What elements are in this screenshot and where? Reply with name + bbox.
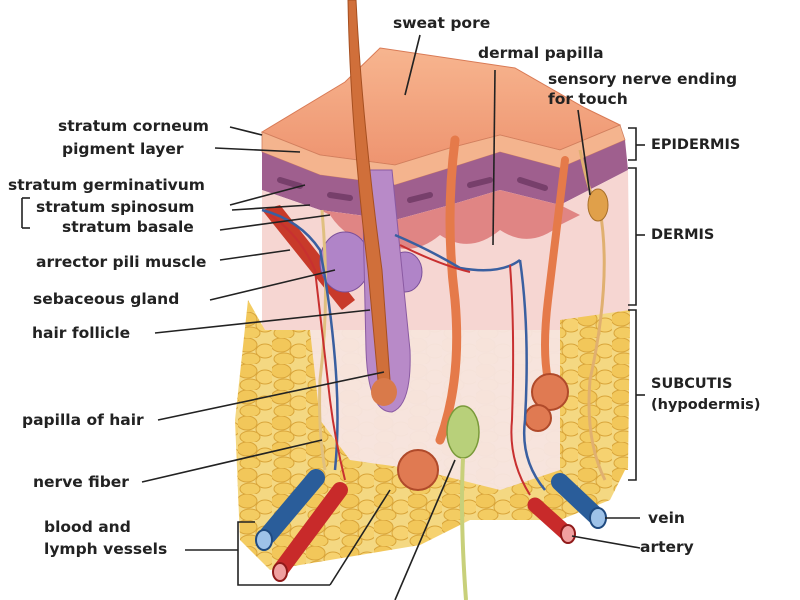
label-blood-lymph-2: lymph vessels [44, 540, 168, 558]
label-dermis: DERMIS [651, 227, 715, 243]
label-sensory-nerve-1: sensory nerve ending [548, 70, 738, 88]
subcutis-fat-right [560, 310, 630, 470]
artery-end-right [560, 524, 576, 544]
label-epidermis: EPIDERMIS [651, 137, 741, 153]
label-vein: vein [648, 509, 685, 527]
pigment-dots [277, 177, 548, 203]
coiled-gland-right [531, 373, 569, 411]
layer-brackets [628, 127, 645, 481]
label-papilla-of-hair: papilla of hair [22, 411, 144, 429]
capillary-network-blue [261, 208, 546, 491]
vessel-end-red-left [272, 562, 288, 582]
label-stratum-basale: stratum basale [62, 218, 194, 236]
sebaceous-gland [319, 231, 371, 293]
label-subcutis-1: SUBCUTIS [651, 376, 733, 392]
label-sebaceous-gland: sebaceous gland [33, 290, 180, 308]
label-pigment-layer: pigment layer [62, 140, 184, 158]
papilla-of-hair [371, 378, 397, 406]
vein-right [551, 473, 604, 524]
blood-vessel-red-left [274, 482, 348, 576]
pigment-layer-band [262, 140, 628, 220]
blood-vessel-blue-left [259, 469, 325, 544]
capillary-network-red [269, 214, 531, 496]
pacinian-nerve [460, 457, 468, 600]
sweat-gland [397, 449, 439, 491]
label-arrector-pili: arrector pili muscle [36, 253, 207, 271]
vein-end-right [589, 507, 607, 529]
label-hair-follicle: hair follicle [32, 324, 131, 342]
label-artery: artery [640, 538, 694, 556]
coiled-gland-right-2 [524, 404, 552, 432]
coiled-duct-right [541, 156, 569, 384]
artery-right [527, 497, 573, 540]
nerve-fiber-left [318, 209, 328, 471]
meissner-corpuscle [587, 188, 609, 222]
label-dermal-papilla: dermal papilla [478, 44, 604, 62]
label-stratum-spinosum: stratum spinosum [36, 198, 195, 216]
leader-lines [21, 34, 641, 600]
label-sweat-pore: sweat pore [393, 14, 491, 32]
sweat-duct [435, 135, 462, 445]
vessel-end-blue-left [255, 529, 273, 551]
label-stratum-corneum: stratum corneum [58, 117, 209, 135]
label-sensory-nerve-2: for touch [548, 90, 628, 108]
label-blood-lymph-1: blood and [44, 518, 131, 536]
pacinian-corpuscle [446, 405, 480, 459]
label-stratum-germinativum: stratum germinativum [8, 176, 205, 194]
label-nerve-fiber: nerve fiber [33, 473, 129, 491]
label-subcutis-2: (hypodermis) [651, 397, 761, 413]
